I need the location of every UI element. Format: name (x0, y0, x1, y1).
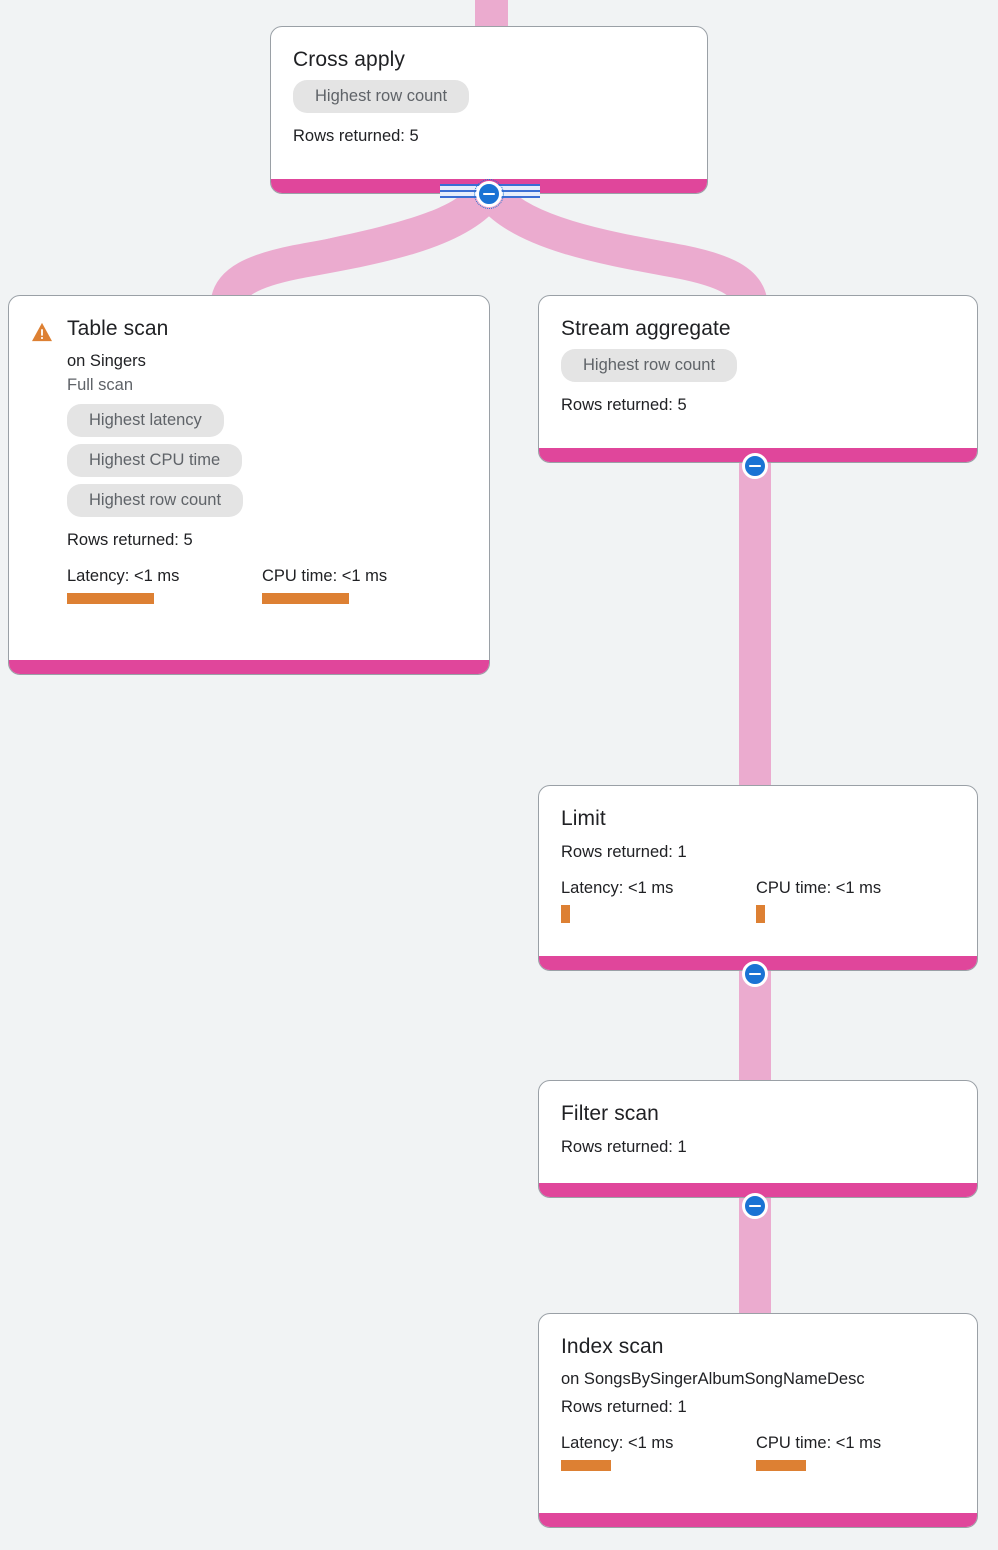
rows-returned: Rows returned: 1 (561, 1398, 687, 1416)
collapse-toggle-limit[interactable] (742, 961, 768, 987)
plan-node-stream-aggregate[interactable]: Stream aggregate Highest row count Rows … (538, 295, 978, 463)
chip-row: Highest latency Highest CPU time Highest… (67, 404, 467, 524)
rows-returned: Rows returned: 5 (293, 127, 419, 145)
edge-ribbon-right-stroke (479, 184, 767, 306)
node-accent-bar (539, 1513, 977, 1527)
metric-latency-bar (67, 593, 154, 604)
metric-cpu-time: CPU time: <1 ms (756, 1432, 951, 1471)
metrics-row: Latency: <1 ms CPU time: <1 ms (561, 1432, 955, 1471)
metric-cpu-time-label: CPU time: <1 ms (756, 879, 882, 897)
rows-returned: Rows returned: 5 (561, 396, 687, 414)
node-header: Table scan (31, 316, 467, 342)
node-title: Stream aggregate (561, 317, 731, 340)
node-title: Table scan (67, 317, 169, 340)
node-title: Cross apply (293, 48, 405, 71)
node-accent-bar (539, 1183, 977, 1197)
edge-ribbon-left (225, 186, 480, 308)
metric-cpu-time-bar (262, 593, 349, 604)
rows-returned: Rows returned: 1 (561, 843, 687, 861)
chip-row: Highest row count (561, 349, 955, 389)
metric-latency-label: Latency: <1 ms (561, 1434, 674, 1452)
node-header: Limit (561, 806, 955, 832)
rows-returned: Rows returned: 1 (561, 1138, 687, 1156)
rows-returned: Rows returned: 5 (67, 531, 193, 549)
node-header: Stream aggregate (561, 316, 955, 342)
plan-node-index-scan[interactable]: Index scan on SongsBySingerAlbumSongName… (538, 1313, 978, 1528)
warning-triangle-icon (32, 322, 52, 342)
node-body: Limit Rows returned: 1 Latency: <1 ms CP… (539, 786, 977, 956)
plan-node-cross-apply[interactable]: Cross apply Highest row count Rows retur… (270, 26, 708, 194)
node-header: Filter scan (561, 1101, 955, 1127)
metric-latency-label: Latency: <1 ms (67, 567, 180, 585)
metric-latency: Latency: <1 ms (561, 1432, 756, 1471)
plan-node-limit[interactable]: Limit Rows returned: 1 Latency: <1 ms CP… (538, 785, 978, 971)
node-subtitle: on SongsBySingerAlbumSongNameDesc (561, 1370, 865, 1388)
node-scan-type: Full scan (67, 376, 134, 394)
node-chip: Highest row count (561, 349, 738, 382)
metric-cpu-time-label: CPU time: <1 ms (756, 1434, 882, 1452)
node-accent-bar (9, 660, 489, 674)
node-body: Cross apply Highest row count Rows retur… (271, 27, 707, 179)
metric-cpu-time-label: CPU time: <1 ms (262, 567, 388, 585)
plan-node-table-scan[interactable]: Table scan on Singers Full scan Highest … (8, 295, 490, 675)
node-chip-highest-row-count: Highest row count (67, 484, 244, 517)
node-body: Table scan on Singers Full scan Highest … (9, 296, 489, 660)
metric-latency-bar (561, 905, 570, 923)
node-title: Limit (561, 807, 606, 830)
node-body: Index scan on SongsBySingerAlbumSongName… (539, 1314, 977, 1513)
focus-rail-bottom-right (498, 196, 540, 198)
node-header: Cross apply (293, 47, 685, 73)
metric-cpu-time: CPU time: <1 ms (262, 565, 457, 604)
node-body: Filter scan Rows returned: 1 (539, 1081, 977, 1183)
metrics-row: Latency: <1 ms CPU time: <1 ms (561, 877, 955, 923)
metrics-row: Latency: <1 ms CPU time: <1 ms (67, 565, 467, 604)
node-chip: Highest row count (293, 80, 470, 113)
node-chip-highest-cpu-time: Highest CPU time (67, 444, 243, 477)
node-chip-highest-latency: Highest latency (67, 404, 224, 437)
metric-cpu-time-bar (756, 1460, 806, 1471)
edge-ribbon-left-stroke (211, 184, 499, 306)
collapse-toggle-stream-aggregate[interactable] (742, 453, 768, 479)
node-body: Stream aggregate Highest row count Rows … (539, 296, 977, 448)
metric-latency: Latency: <1 ms (561, 877, 756, 923)
metric-cpu-time-bar (756, 905, 765, 923)
edge-cross-apply-to-table-scan (224, 190, 489, 300)
node-title: Index scan (561, 1335, 664, 1358)
metric-cpu-time: CPU time: <1 ms (756, 877, 951, 923)
metric-latency-label: Latency: <1 ms (561, 879, 674, 897)
chip-row: Highest row count (293, 80, 685, 120)
edge-stream-aggregate-to-limit (739, 458, 771, 793)
metric-latency: Latency: <1 ms (67, 565, 262, 604)
node-header: Index scan (561, 1334, 955, 1360)
metric-latency-bar (561, 1460, 611, 1471)
plan-node-filter-scan[interactable]: Filter scan Rows returned: 1 (538, 1080, 978, 1198)
edge-cross-apply-to-table-scan-ribbon (226, 188, 492, 302)
node-title: Filter scan (561, 1102, 659, 1125)
node-subtitle: on Singers (67, 352, 146, 370)
collapse-toggle-filter-scan[interactable] (742, 1193, 768, 1219)
collapse-toggle-cross-apply[interactable] (474, 179, 504, 209)
